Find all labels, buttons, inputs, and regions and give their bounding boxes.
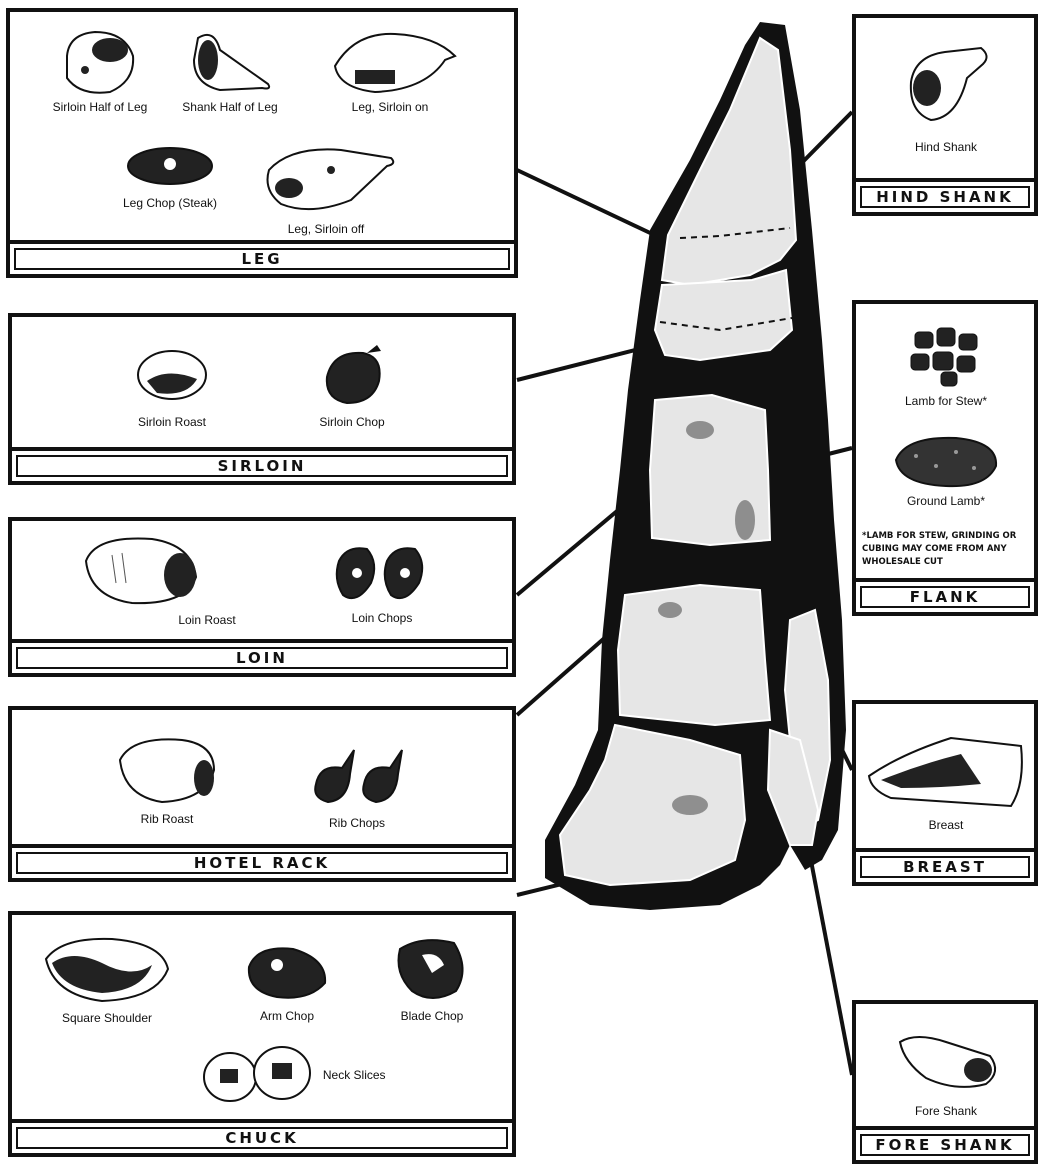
leg-item-label: Shank Half of Leg: [170, 100, 290, 114]
neck-slices-icon: [198, 1039, 318, 1109]
chuck-item-label: Arm Chop: [232, 1009, 342, 1023]
fore-shank-divider: [856, 1126, 1034, 1130]
breast-item: Breast: [860, 724, 1032, 832]
hind-shank-panel-title: HIND SHANK: [860, 186, 1030, 208]
fore-shank-panel-title: FORE SHANK: [860, 1134, 1030, 1156]
leg-sirloin-off-icon: [251, 140, 401, 220]
chuck-item-blade-chop: Blade Chop: [372, 929, 492, 1023]
chuck-item-arm-chop: Arm Chop: [232, 937, 342, 1023]
leg-panel-title: LEG: [14, 248, 510, 270]
flank-item-label: Ground Lamb*: [866, 494, 1026, 508]
leg-divider: [10, 240, 514, 244]
leg-item-leg-sirloin-off: Leg, Sirloin off: [246, 140, 406, 236]
loin-roast-icon: [72, 531, 272, 611]
fore-shank-item: Fore Shank: [866, 1022, 1026, 1118]
leader-line-fore-shank: [808, 845, 852, 1075]
hind-shank-icon: [891, 38, 1001, 138]
loin-chops-icon: [327, 539, 437, 609]
ground-lamb-icon: [886, 430, 1006, 492]
hind-shank-divider: [856, 178, 1034, 182]
breast-panel-title: BREAST: [860, 856, 1030, 878]
carcass-rack-segment: [618, 585, 770, 725]
leg-item-sirloin-half: Sirloin Half of Leg: [40, 26, 160, 114]
breast-panel: Breast BREAST: [852, 700, 1038, 886]
hotel-rack-item-rib-roast: Rib Roast: [92, 730, 242, 826]
fore-shank-item-label: Fore Shank: [866, 1104, 1026, 1118]
sirloin-item-label: Sirloin Roast: [112, 415, 232, 429]
hotel-rack-item-label: Rib Chops: [292, 816, 422, 830]
flank-item-label: Lamb for Stew*: [866, 394, 1026, 408]
loin-panel: Loin Roast Loin Chops LOIN: [8, 517, 516, 677]
sirloin-panel-title: SIRLOIN: [16, 455, 508, 477]
leg-item-label: Leg, Sirloin on: [310, 100, 470, 114]
loin-panel-title: LOIN: [16, 647, 508, 669]
sirloin-item-roast: Sirloin Roast: [112, 341, 232, 429]
carcass-chuck-segment: [560, 725, 745, 885]
blade-chop-icon: [382, 929, 482, 1007]
loin-item-label: Loin Roast: [142, 613, 272, 627]
hind-shank-item: Hind Shank: [866, 38, 1026, 154]
flank-item-stew: Lamb for Stew*: [866, 322, 1026, 408]
hotel-rack-panel-title: HOTEL RACK: [16, 852, 508, 874]
chuck-panel-title: CHUCK: [16, 1127, 508, 1149]
leg-item-label: Sirloin Half of Leg: [40, 100, 160, 114]
hind-shank-panel: Hind Shank HIND SHANK: [852, 14, 1038, 216]
loin-item-chops: Loin Chops: [312, 539, 452, 625]
sirloin-item-label: Sirloin Chop: [292, 415, 412, 429]
chuck-divider: [12, 1119, 512, 1123]
leg-item-leg-chop: Leg Chop (Steak): [110, 140, 230, 210]
loin-item-roast: Loin Roast: [72, 531, 272, 627]
leg-item-shank-half: Shank Half of Leg: [170, 26, 290, 114]
rib-roast-icon: [102, 730, 232, 810]
chuck-panel: Square Shoulder Arm Chop Blade Chop Neck…: [8, 911, 516, 1157]
carcass-shade-spot: [658, 602, 682, 618]
hotel-rack-panel: Rib Roast Rib Chops HOTEL RACK: [8, 706, 516, 882]
chuck-item-label: Neck Slices: [323, 1068, 386, 1082]
breast-divider: [856, 848, 1034, 852]
hotel-rack-item-rib-chops: Rib Chops: [292, 744, 422, 830]
leg-panel: Sirloin Half of Leg Shank Half of Leg Le…: [6, 8, 518, 278]
rib-chops-icon: [302, 744, 412, 814]
loin-item-label: Loin Chops: [312, 611, 452, 625]
carcass-shade-spot: [672, 795, 708, 815]
lamb-for-stew-icon: [901, 322, 991, 392]
carcass-leg-segment: [662, 38, 796, 285]
arm-chop-icon: [237, 937, 337, 1007]
carcass-shade-spot: [686, 421, 714, 439]
leg-item-leg-sirloin-on: Leg, Sirloin on: [310, 26, 470, 114]
sirloin-item-chop: Sirloin Chop: [292, 341, 412, 429]
sirloin-divider: [12, 447, 512, 451]
leader-line-leg: [517, 170, 665, 240]
flank-panel: Lamb for Stew* Ground Lamb* *LAMB FOR ST…: [852, 300, 1038, 616]
shank-half-of-leg-icon: [180, 26, 280, 98]
carcass-sirloin-segment: [655, 270, 792, 360]
chuck-item-square-shoulder: Square Shoulder: [32, 929, 182, 1025]
sirloin-chop-icon: [307, 341, 397, 413]
hotel-rack-item-label: Rib Roast: [92, 812, 242, 826]
flank-divider: [856, 578, 1034, 582]
breast-item-label: Breast: [860, 818, 1032, 832]
loin-divider: [12, 639, 512, 643]
leg-sirloin-on-icon: [315, 26, 465, 98]
breast-icon: [861, 724, 1031, 816]
fore-shank-panel: Fore Shank FORE SHANK: [852, 1000, 1038, 1164]
hind-shank-item-label: Hind Shank: [866, 140, 1026, 154]
chuck-item-neck-slices: Neck Slices: [182, 1039, 402, 1109]
flank-panel-title: FLANK: [860, 586, 1030, 608]
leg-item-label: Leg, Sirloin off: [246, 222, 406, 236]
carcass-shade-spot: [735, 500, 755, 540]
sirloin-half-of-leg-icon: [55, 26, 145, 98]
flank-item-ground: Ground Lamb*: [866, 430, 1026, 508]
chuck-item-label: Square Shoulder: [32, 1011, 182, 1025]
chuck-item-label: Blade Chop: [372, 1009, 492, 1023]
leg-item-label: Leg Chop (Steak): [110, 196, 230, 210]
flank-note: *LAMB FOR STEW, GRINDING OR CUBING MAY C…: [862, 530, 1036, 569]
square-shoulder-icon: [32, 929, 182, 1009]
hotel-rack-divider: [12, 844, 512, 848]
leg-chop-steak-icon: [120, 140, 220, 194]
fore-shank-icon: [886, 1022, 1006, 1102]
sirloin-roast-icon: [127, 341, 217, 413]
sirloin-panel: Sirloin Roast Sirloin Chop SIRLOIN: [8, 313, 516, 485]
